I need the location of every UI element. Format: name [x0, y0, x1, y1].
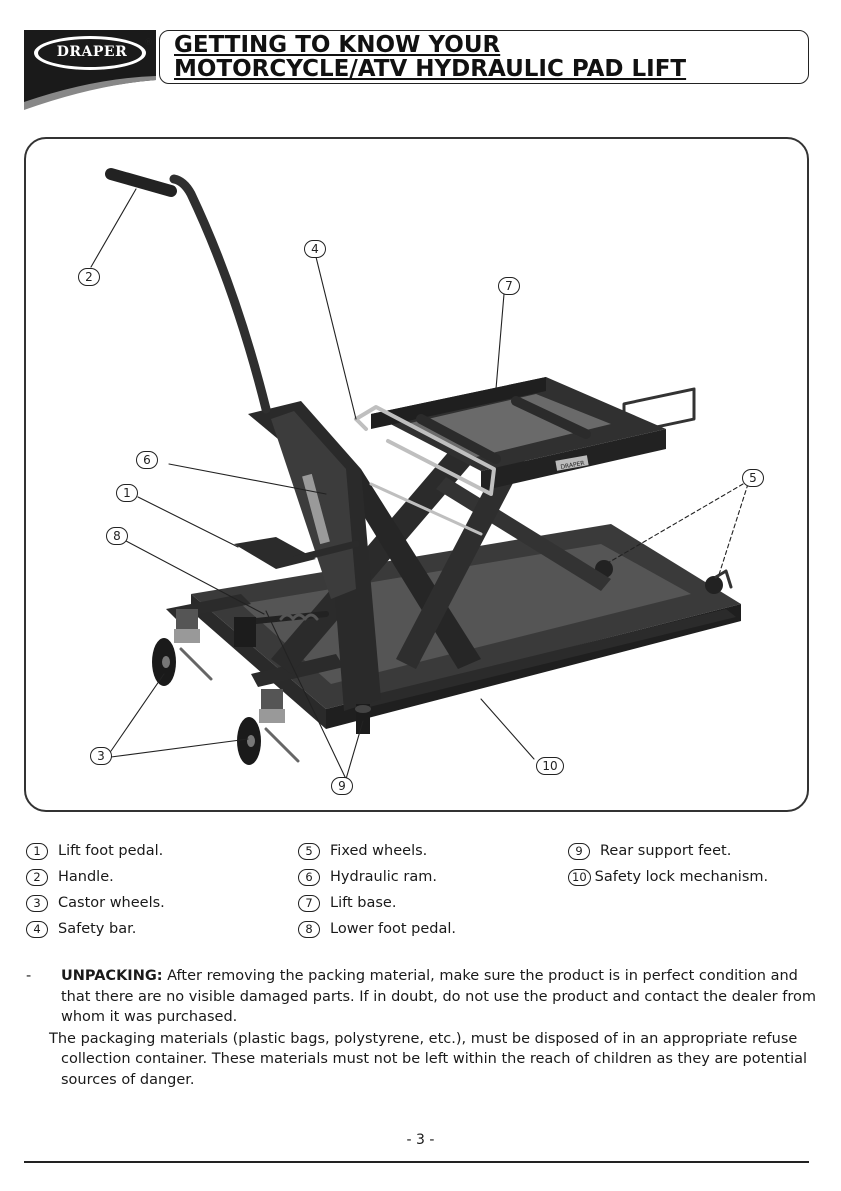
- registered-mark: ®: [144, 38, 153, 48]
- logo-emblem-icon: [24, 30, 156, 110]
- callout-4: 4: [304, 240, 326, 258]
- footer-divider: [24, 1161, 809, 1163]
- unpacking-heading: UNPACKING:: [61, 968, 163, 984]
- callout-9: 9: [331, 777, 353, 795]
- callout-5: 5: [742, 469, 764, 487]
- callout-6: 6: [136, 451, 158, 469]
- unpacking-paragraph-1: - UNPACKING: After removing the packing …: [26, 966, 816, 1028]
- unpacking-text-1: After removing the packing material, mak…: [61, 968, 816, 1025]
- product-figure: DRAPER: [24, 137, 809, 812]
- unpacking-section: - UNPACKING: After removing the packing …: [26, 966, 816, 1090]
- callout-3: 3: [90, 747, 112, 765]
- page-title: GETTING TO KNOW YOUR MOTORCYCLE/ATV HYDR…: [159, 30, 809, 84]
- callout-10: 10: [536, 757, 564, 775]
- pad-lift-illustration: DRAPER: [26, 139, 809, 812]
- title-line-2: MOTORCYCLE/ATV HYDRAULIC PAD LIFT: [174, 57, 808, 81]
- title-line-1: GETTING TO KNOW YOUR: [174, 33, 808, 57]
- callout-2: 2: [78, 268, 100, 286]
- page-number: - 3 -: [0, 1132, 841, 1148]
- callout-7: 7: [498, 277, 520, 295]
- logo-brand-text: DRAPER: [44, 44, 140, 60]
- bullet-dash: -: [26, 966, 31, 987]
- unpacking-paragraph-2: The packaging materials (plastic bags, p…: [26, 1029, 816, 1091]
- callout-1: 1: [116, 484, 138, 502]
- draper-logo: DRAPER ®: [24, 30, 156, 110]
- callout-8: 8: [106, 527, 128, 545]
